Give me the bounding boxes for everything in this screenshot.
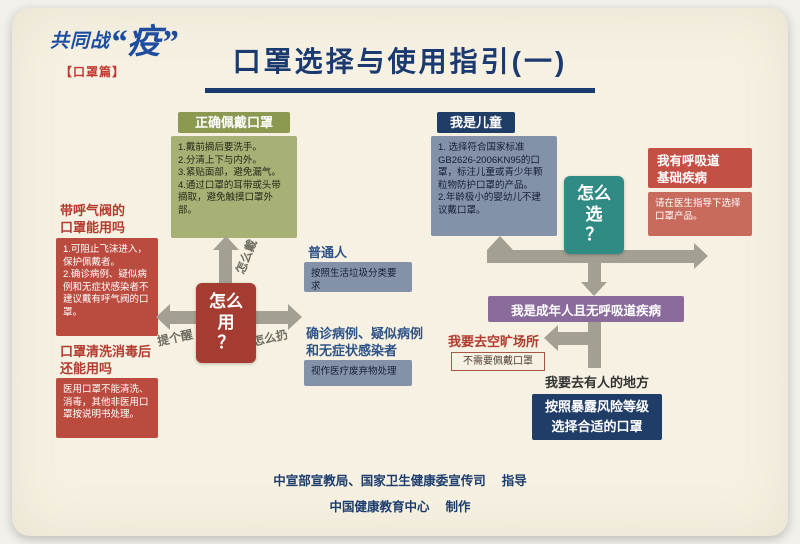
arrowhead-up-icon xyxy=(213,236,239,250)
ordinary-people-body: 按照生活垃圾分类要求 xyxy=(304,262,412,292)
child-body: 1. 选择符合国家标准GB2626-2006KN95的口罩，标注儿童或青少年颗粒… xyxy=(431,136,557,236)
washed-mask-title: 口罩清洗消毒后 还能用吗 xyxy=(60,344,152,376)
ordinary-people-title: 普通人 xyxy=(308,245,348,260)
confirmed-cases-title: 确诊病例、疑似病例 和无症状感染者 xyxy=(306,326,424,358)
arrowhead-up-to-child-icon xyxy=(487,236,513,250)
arrowhead-right-icon xyxy=(288,304,302,330)
adult-node: 我是成年人且无呼吸道疾病 xyxy=(488,296,684,322)
logo-highlight-text: “疫” xyxy=(110,24,179,61)
crowded-area-body: 按照暴露风险等级 选择合适的口罩 xyxy=(532,394,662,440)
choose-down-stem xyxy=(588,254,601,282)
confirmed-cases-body: 视作医疗废弃物处理 xyxy=(304,360,412,386)
respiratory-body: 请在医生指导下选择口罩产品。 xyxy=(648,192,752,236)
arrowhead-left-icon xyxy=(156,304,170,330)
logo-text: 共同战 xyxy=(50,31,111,52)
arrow-right-bar xyxy=(256,311,288,324)
respiratory-header: 我有呼吸道 基础疾病 xyxy=(648,148,752,188)
crowded-area-title: 我要去有人的地方 xyxy=(545,375,650,390)
page-title: 口罩选择与使用指引(一) xyxy=(205,40,595,93)
arrowhead-down-to-adult-icon xyxy=(581,282,607,296)
washed-mask-body: 医用口罩不能清洗、消毒，其他非医用口罩按说明书处理。 xyxy=(56,378,158,438)
arrow-left-bar xyxy=(168,311,196,324)
logo-line: 共同战“疫” xyxy=(50,26,178,60)
valve-mask-title: 带呼气阀的 口罩能用吗 xyxy=(60,203,126,235)
open-area-body: 不需要佩戴口罩 xyxy=(451,352,545,371)
arrow-up-stem xyxy=(219,250,232,283)
footer-credit-line2: 中国健康教育中心 制作 xyxy=(329,500,471,514)
how-to-use-node: 怎么 用 ？ xyxy=(196,283,256,363)
footer-credit-line1: 中宣部宣教局、国家卫生健康委宣传司 指导 xyxy=(273,474,527,488)
child-header: 我是儿童 xyxy=(437,112,515,133)
wear-correctly-body: 1.戴前摘后要洗手。 2.分清上下与内外。 3.紧贴面部，避免漏气。 4.通过口… xyxy=(171,136,297,238)
logo-badge: 【口罩篇】 xyxy=(60,65,126,79)
adult-left-bar xyxy=(558,332,594,345)
wear-correctly-header: 正确佩戴口罩 xyxy=(178,112,290,133)
campaign-logo: 共同战“疫” 【口罩篇】 xyxy=(50,26,178,80)
arrowhead-right-to-respiratory-icon xyxy=(694,243,708,269)
how-to-choose-node: 怎么 选 ？ xyxy=(564,176,624,254)
valve-mask-body: 1.可阻止飞沫进入，保护佩戴者。 2.确诊病例、疑似病例和无症状感染者不建议戴有… xyxy=(56,238,158,336)
adult-down-stem xyxy=(588,322,601,368)
open-area-title: 我要去空旷场所 xyxy=(448,334,540,349)
arrowhead-left-to-open-area-icon xyxy=(544,325,558,351)
